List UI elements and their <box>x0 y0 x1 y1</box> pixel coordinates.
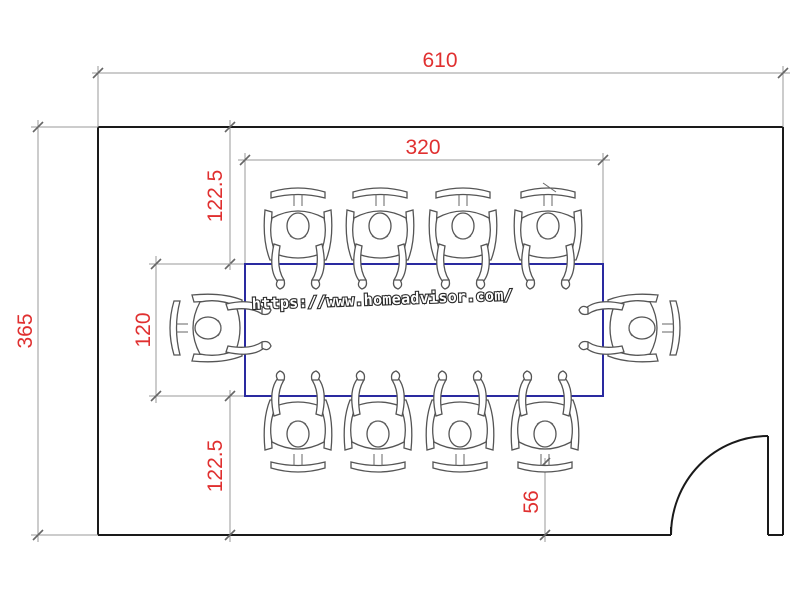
dimension-room-width: 610 <box>92 49 790 127</box>
chair-bottom-4 <box>510 370 580 473</box>
dimension-clearance-top: 122.5 <box>204 120 236 270</box>
dimension-label-room-width: 610 <box>422 49 457 72</box>
watermark-text: https://www.homeadvisor.com/ <box>252 286 514 313</box>
chairs-top-side <box>263 187 583 290</box>
dimension-table-length: 320 <box>238 136 610 264</box>
chair-top-3 <box>428 187 498 290</box>
chair-top-2 <box>345 187 415 290</box>
chairs-bottom-side <box>263 370 580 473</box>
dimension-label-clearance-top: 122.5 <box>204 170 227 223</box>
room-walls <box>97 126 784 536</box>
chair-bottom-1 <box>263 370 333 473</box>
door-swing <box>670 435 769 536</box>
dimension-label-door-offset: 56 <box>520 490 543 513</box>
chair-bottom-3 <box>425 370 495 473</box>
chair-right-end <box>578 293 681 363</box>
dimension-clearance-bottom: 122.5 <box>204 390 236 542</box>
dimension-label-table-length: 320 <box>405 136 440 159</box>
chair-bottom-2 <box>343 370 413 473</box>
conference-table <box>244 263 604 397</box>
chair-mark <box>542 182 557 193</box>
dimension-label-room-depth: 365 <box>14 313 37 348</box>
dimension-room-depth: 365 <box>14 120 98 542</box>
dimension-label-table-width: 120 <box>132 312 155 347</box>
chair-top-1 <box>263 187 333 290</box>
dimension-label-clearance-bottom: 122.5 <box>204 440 227 493</box>
chair-top-4 <box>513 187 583 290</box>
